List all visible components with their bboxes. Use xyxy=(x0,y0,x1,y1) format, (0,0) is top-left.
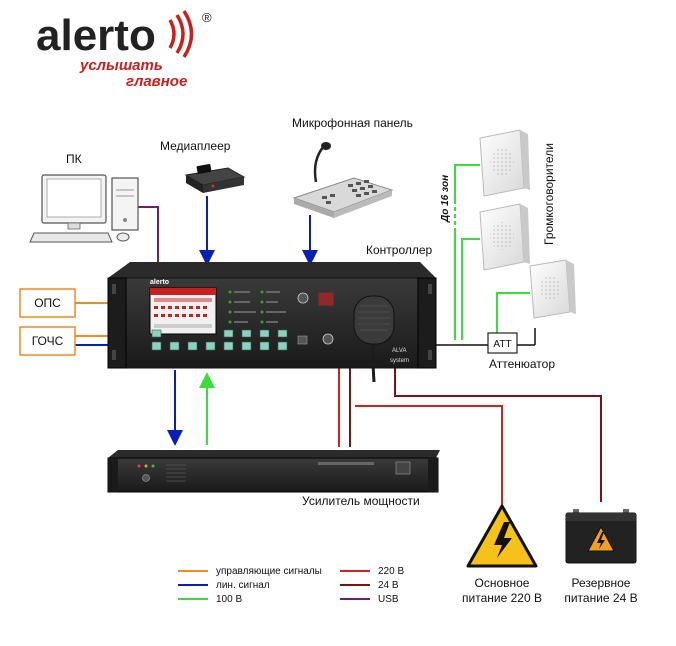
svg-text:alerto: alerto xyxy=(150,279,169,286)
mic-panel-label: Микрофонная панель xyxy=(292,116,413,130)
legend-label-5: USB xyxy=(378,594,399,605)
power-24-backup-wire xyxy=(394,368,602,502)
logo-tagline-2: главное xyxy=(126,73,187,90)
registered-mark: ® xyxy=(202,10,212,25)
svg-text:ALVA: ALVA xyxy=(392,348,406,354)
spk-100v-wire-a xyxy=(454,164,480,340)
ops-label: ОПС xyxy=(34,296,61,310)
pc-label: ПК xyxy=(66,152,82,166)
attenuator-device: ATT Аттенюатор xyxy=(487,332,555,371)
attenuator-label: Аттенюатор xyxy=(489,357,555,371)
amplifier-device: Усилитель мощности xyxy=(107,450,440,508)
legend-label-0: управляющие сигналы xyxy=(216,566,322,577)
ops-box: ОПС xyxy=(19,288,76,318)
speakers-label: Громкоговорители xyxy=(542,143,556,245)
svg-text:system: system xyxy=(390,358,409,364)
att-box-label: ATT xyxy=(493,339,511,350)
amplifier-label: Усилитель мощности xyxy=(302,494,420,508)
legend: управляющие сигналы лин. сигнал 100 В 22… xyxy=(178,566,404,605)
main-power-label-2: питание 220 В xyxy=(462,591,542,605)
media-player-label: Медиаплеер xyxy=(160,139,231,153)
logo-word: alerto xyxy=(36,11,156,60)
speaker-2 xyxy=(479,203,530,271)
controller-label: Контроллер xyxy=(366,243,433,257)
controller-device: Контроллер alerto xyxy=(107,243,437,383)
pc-device: ПК xyxy=(29,152,139,243)
power-220-main-wire xyxy=(355,405,503,506)
backup-power-icon: Резервное питание 24 В xyxy=(564,509,638,605)
usb-wire xyxy=(137,206,159,262)
spk-100v-wire-b xyxy=(461,238,480,340)
gochs-label: ГОЧС xyxy=(32,334,64,348)
gochs-box: ГОЧС xyxy=(19,326,76,356)
logo-tagline-1: услышать xyxy=(79,57,163,74)
backup-power-label-2: питание 24 В xyxy=(564,591,637,605)
spk-100v-wire-c xyxy=(496,292,530,333)
main-power-label-1: Основное xyxy=(475,576,530,590)
mic-panel-device: Микрофонная панель xyxy=(292,116,413,218)
alerto-logo: alerto ® услышать главное xyxy=(36,10,212,90)
legend-label-3: 220 В xyxy=(378,566,404,577)
main-power-icon: Основное питание 220 В xyxy=(462,504,542,605)
zones-label: До 16 зон xyxy=(440,175,451,223)
legend-label-1: лин. сигнал xyxy=(216,580,270,591)
speaker-1 xyxy=(479,129,530,197)
backup-power-label-1: Резервное xyxy=(572,576,631,590)
speaker-3 xyxy=(529,259,576,319)
media-player-device: Медиаплеер xyxy=(160,139,246,193)
legend-label-2: 100 В xyxy=(216,594,242,605)
legend-label-4: 24 В xyxy=(378,580,399,591)
